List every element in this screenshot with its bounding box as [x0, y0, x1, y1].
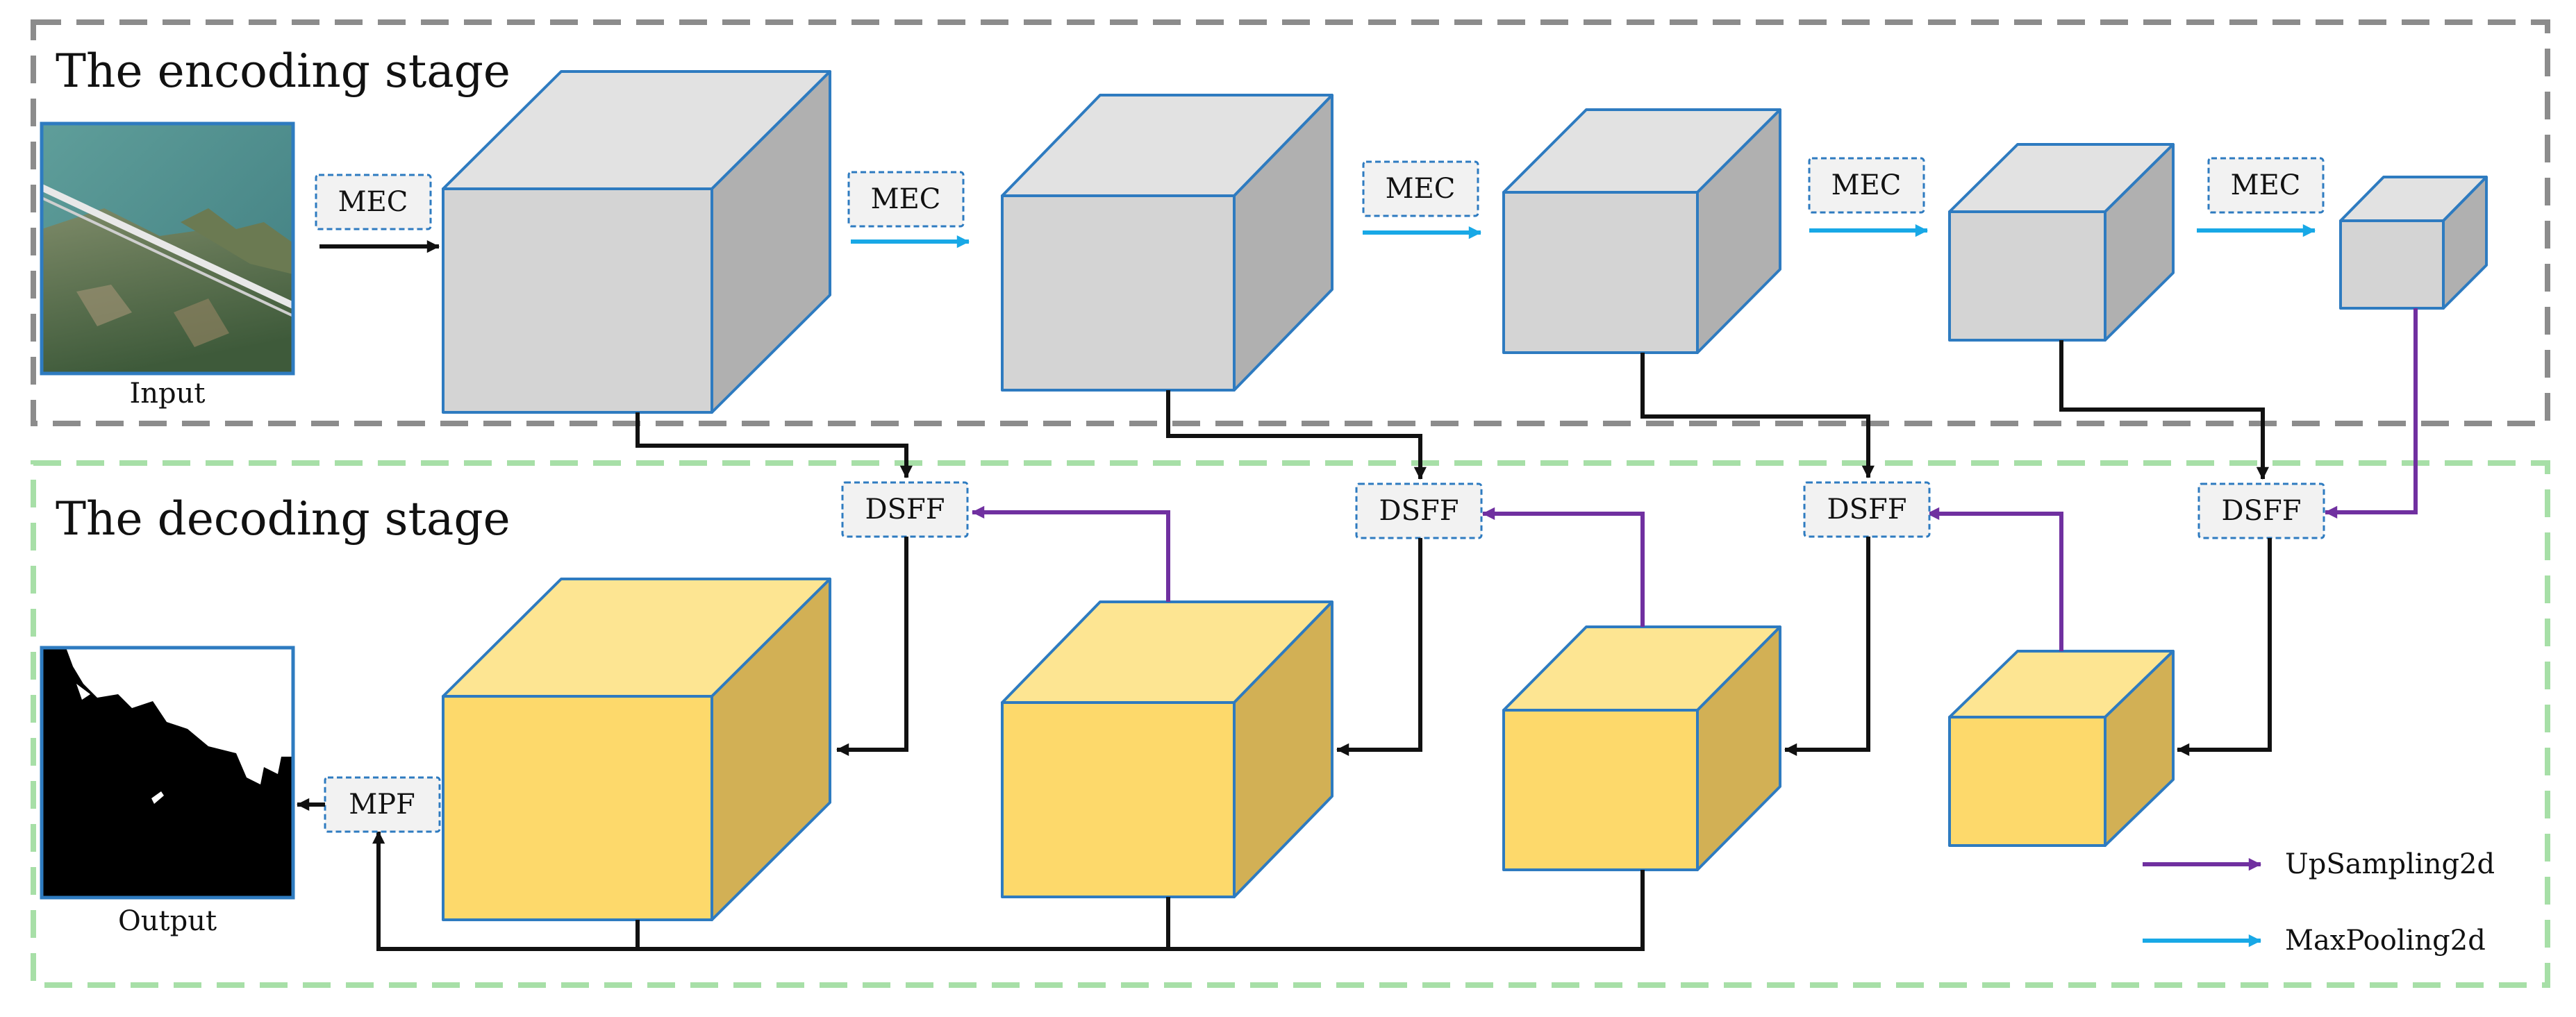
mec-module-1: MEC: [315, 174, 432, 230]
mec-label: MEC: [1831, 169, 1902, 201]
decoding-stage-title: The decoding stage: [56, 492, 510, 546]
decoder-cube-2: [1001, 600, 1333, 898]
dsff-label: DSFF: [865, 494, 945, 526]
mec-label: MEC: [871, 183, 941, 215]
dsff-to-decoder-2: [1336, 538, 1422, 756]
skip-connection-3: [1640, 353, 1875, 478]
dsff-label: DSFF: [1827, 494, 1907, 526]
upsample-arrow-2: [1482, 507, 1645, 627]
encoder-cube-4: [1948, 143, 2175, 342]
output-label: Output: [118, 905, 217, 937]
mec-label: MEC: [2231, 169, 2301, 201]
dsff-to-decoder-4: [2177, 538, 2272, 756]
upsample-arrow-1: [972, 505, 1170, 602]
upsample-arrow-3: [1927, 507, 2063, 651]
decoder-cube-3: [1502, 625, 1781, 871]
dsff-module-4: DSFF: [2197, 482, 2325, 539]
encoder-cube-1: [442, 70, 831, 414]
decoder-cube-1: [442, 578, 831, 921]
encoding-stage-title: The encoding stage: [56, 44, 510, 98]
mpf-module: MPF: [324, 776, 441, 833]
input-image: [40, 121, 295, 376]
skip-connection-2: [1166, 390, 1427, 480]
mec-module-3: MEC: [1362, 160, 1479, 217]
dsff-module-2: DSFF: [1355, 482, 1483, 539]
dsff-label: DSFF: [2222, 495, 2302, 527]
dsff-module-1: DSFF: [841, 481, 969, 538]
legend: UpSampling2d MaxPooling2d: [2143, 848, 2495, 957]
dsff-to-decoder-1: [836, 537, 908, 756]
dsff-to-decoder-3: [1784, 537, 1870, 756]
mec-module-5: MEC: [2207, 157, 2325, 214]
dsff-label: DSFF: [1379, 495, 1459, 527]
decoder-cube-4: [1948, 650, 2175, 847]
mpf-label: MPF: [349, 789, 415, 821]
dsff-module-3: DSFF: [1803, 481, 1931, 538]
encoder-cube-3: [1502, 108, 1781, 354]
mec-label: MEC: [1386, 173, 1456, 205]
encoder-cube-2: [1001, 94, 1333, 392]
mec-module-4: MEC: [1808, 157, 1925, 214]
legend-maxpooling-label: MaxPooling2d: [2285, 925, 2486, 957]
upsample-arrow-bottleneck: [2325, 308, 2418, 519]
output-image: [40, 646, 295, 900]
decoder-collect-line: [372, 831, 1645, 951]
skip-connection-1: [635, 412, 913, 478]
encoding-stage-border: [31, 19, 2550, 426]
input-label: Input: [129, 378, 205, 410]
mec-label: MEC: [338, 186, 408, 218]
mec-module-2: MEC: [847, 171, 965, 228]
skip-connection-4: [2059, 340, 2269, 480]
legend-upsampling-label: UpSampling2d: [2285, 848, 2495, 880]
decoding-stage-border: [31, 460, 2550, 988]
encoder-cube-5: [2339, 176, 2488, 310]
